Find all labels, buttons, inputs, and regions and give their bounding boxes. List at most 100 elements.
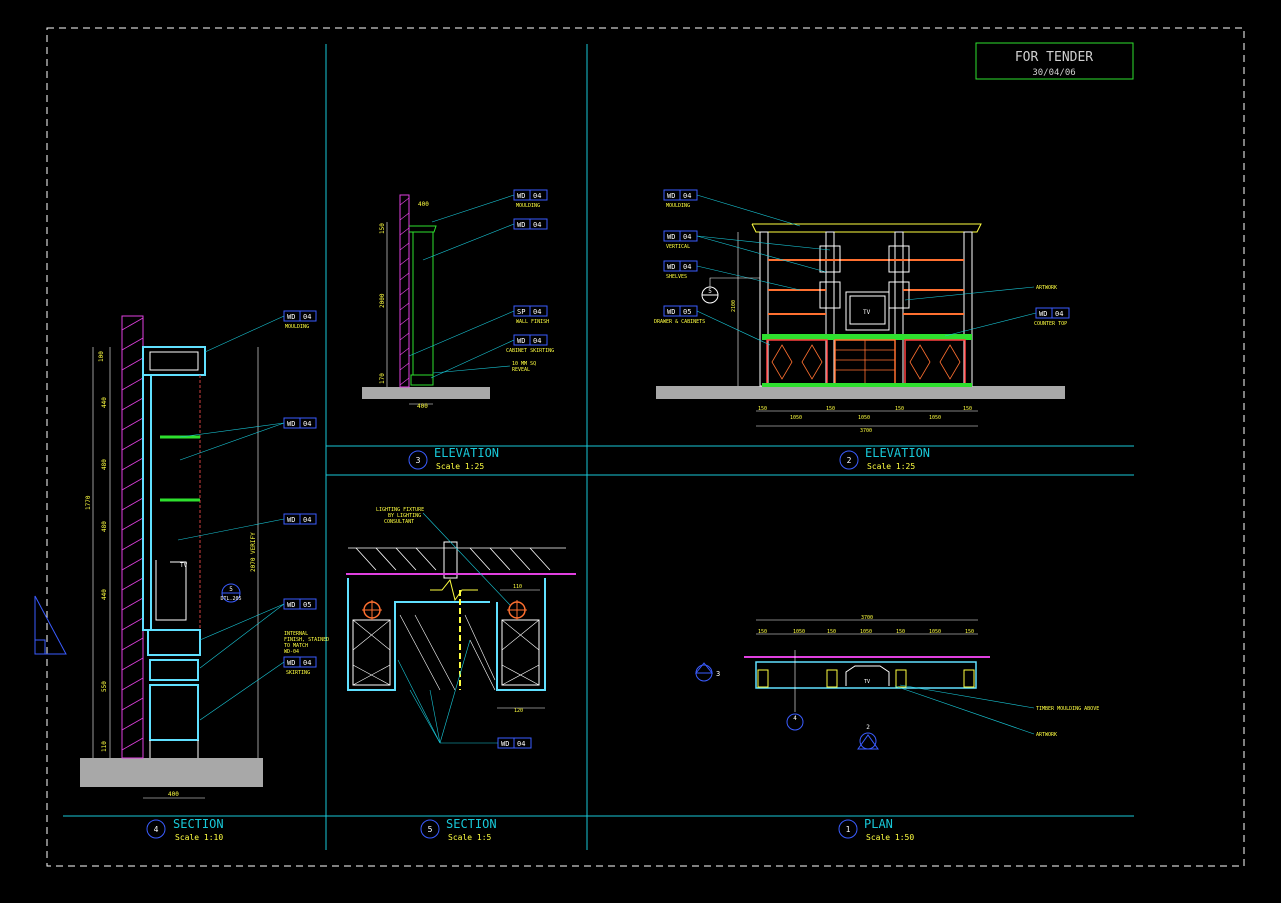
- dim-text: 110: [513, 584, 522, 590]
- section-marker: 2: [857, 724, 879, 750]
- svg-text:WD: WD: [667, 233, 675, 241]
- svg-text:04: 04: [303, 420, 311, 428]
- plan-1-drawing: TV: [744, 619, 990, 712]
- svg-text:04: 04: [1055, 310, 1063, 318]
- svg-text:INTERNAL: INTERNAL: [284, 631, 308, 637]
- svg-text:DRAWER & CABINETS: DRAWER & CABINETS: [654, 319, 705, 325]
- dim-text: 1050: [790, 415, 802, 421]
- svg-text:WD: WD: [287, 313, 295, 321]
- svg-text:WD: WD: [517, 337, 525, 345]
- section-5-annotations: LIGHTING FIXTURE BY LIGHTING CONSULTANT …: [376, 507, 532, 749]
- dim-text: 150: [896, 629, 905, 635]
- material-tag: WD 04: [179, 417, 317, 461]
- svg-text:4: 4: [793, 715, 797, 722]
- elevation-2-drawing: TV: [656, 223, 1065, 427]
- dim-text: 1050: [858, 415, 870, 421]
- section-4-drawing: TV: [80, 315, 263, 799]
- svg-text:04: 04: [533, 337, 541, 345]
- dim-text: 150: [965, 629, 974, 635]
- svg-text:2: 2: [866, 724, 870, 731]
- sheet-border: [46, 27, 1245, 867]
- svg-text:WD: WD: [287, 601, 295, 609]
- svg-text:WD: WD: [287, 659, 295, 667]
- section-4-tags: WD 04 MOULDING WD 04 WD 04 WD 05: [177, 310, 329, 721]
- dim-overall: 3700: [860, 428, 872, 434]
- material-tag: WD 04: [177, 513, 317, 541]
- dim-text: 170: [379, 373, 386, 384]
- svg-text:SHELVES: SHELVES: [666, 274, 687, 280]
- svg-text:04: 04: [533, 221, 541, 229]
- svg-text:SP: SP: [517, 308, 525, 316]
- view-scale: Scale 1:5: [448, 833, 492, 842]
- svg-text:FINISH, STAINED: FINISH, STAINED: [284, 637, 329, 643]
- svg-text:04: 04: [533, 308, 541, 316]
- svg-text:CONSULTANT: CONSULTANT: [384, 519, 414, 525]
- material-tag: SP 04 WALL FINISH: [408, 305, 549, 357]
- reveal-note: 10 MM SQ REVEAL: [432, 361, 536, 374]
- plan-1-notes: TIMBER MOULDING ABOVE ARTWORK 3 4 2: [694, 662, 1099, 750]
- svg-text:MOULDING: MOULDING: [516, 203, 540, 209]
- elevation-2-tags: WD 04 MOULDING WD 04 VERTICAL WD 04 SHEL…: [654, 189, 1070, 346]
- section-marker-triangle: [34, 595, 67, 655]
- dim-text: 2000: [379, 293, 386, 308]
- dim-text: 1050: [929, 629, 941, 635]
- svg-text:WD: WD: [501, 740, 509, 748]
- stamp-title: FOR TENDER: [1015, 50, 1093, 65]
- artwork-note: ARTWORK: [1036, 732, 1057, 738]
- section-marker: 4: [786, 713, 804, 731]
- svg-text:VERTICAL: VERTICAL: [666, 244, 690, 250]
- view-scale: Scale 1:10: [175, 833, 223, 842]
- svg-text:WD: WD: [287, 420, 295, 428]
- svg-text:ARTWORK: ARTWORK: [1036, 285, 1057, 291]
- svg-text:04: 04: [683, 192, 691, 200]
- dim-text: 110: [101, 741, 108, 752]
- dim-text: 150: [758, 629, 767, 635]
- detail-callout: 5 DTL.205: [220, 583, 242, 603]
- dim-text: 440: [101, 589, 108, 600]
- view-title: ELEVATION: [434, 446, 499, 460]
- material-tag: WD 04: [422, 218, 548, 261]
- dim-text: 150: [826, 406, 835, 412]
- svg-text:MOULDING: MOULDING: [285, 324, 309, 330]
- view-number: 4: [154, 825, 159, 834]
- dim-text: 120: [514, 708, 523, 714]
- material-tag: WD 04 VERTICAL: [663, 230, 831, 273]
- dim-text: 150: [379, 223, 386, 234]
- dim-text: 100: [98, 351, 105, 362]
- svg-text:REVEAL: REVEAL: [512, 367, 530, 373]
- svg-text:04: 04: [683, 263, 691, 271]
- dim-text: 1050: [860, 629, 872, 635]
- material-tag: WD 05: [199, 598, 317, 669]
- plan-1-dims: 3700 150 1050 150 1050 150 1050 150: [758, 615, 974, 635]
- svg-text:DTL.205: DTL.205: [220, 596, 241, 602]
- section-5-drawing: [346, 541, 576, 709]
- svg-text:3: 3: [716, 670, 720, 678]
- svg-text:WD: WD: [287, 516, 295, 524]
- svg-text:WD: WD: [517, 192, 525, 200]
- dim-text: 480: [101, 459, 108, 470]
- tender-stamp: FOR TENDER 30/04/06: [975, 42, 1134, 80]
- stamp-date: 30/04/06: [1032, 68, 1075, 78]
- dim-text: 1050: [793, 629, 805, 635]
- svg-text:BY LIGHTING: BY LIGHTING: [388, 513, 421, 519]
- material-tag: WD 04 SHELVES: [663, 260, 801, 291]
- dim-text: 1050: [929, 415, 941, 421]
- svg-text:WD: WD: [667, 192, 675, 200]
- view-scale: Scale 1:50: [866, 833, 914, 842]
- view-title-section-4: 4 SECTION Scale 1:10: [146, 817, 224, 842]
- svg-text:10 MM SQ: 10 MM SQ: [512, 361, 536, 367]
- view-number: 1: [846, 825, 851, 834]
- dim-left: 2100: [731, 300, 737, 312]
- svg-text:05: 05: [303, 601, 311, 609]
- dim-right: 2070 VERIFY: [250, 532, 257, 572]
- view-scale: Scale 1:25: [867, 462, 915, 471]
- material-tag: WD 04 COUNTER TOP: [944, 307, 1070, 337]
- svg-text:CABINET SKIRTING: CABINET SKIRTING: [506, 348, 554, 354]
- svg-text:04: 04: [303, 659, 311, 667]
- dim-text: 400: [417, 403, 428, 410]
- svg-text:04: 04: [303, 516, 311, 524]
- svg-text:WD: WD: [667, 263, 675, 271]
- svg-text:SKIRTING: SKIRTING: [286, 670, 310, 676]
- tv-label: TV: [180, 562, 188, 569]
- dim-text: 150: [758, 406, 767, 412]
